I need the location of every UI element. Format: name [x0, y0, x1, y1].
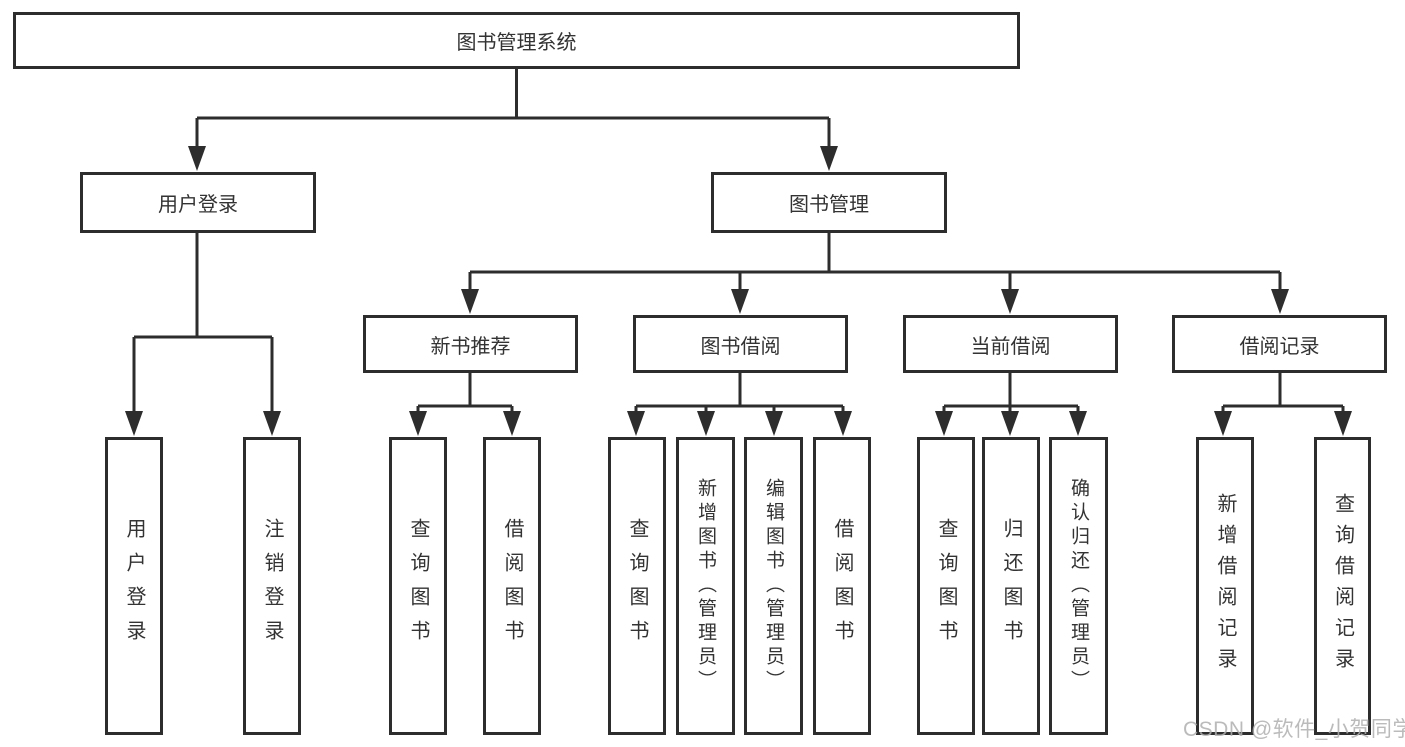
node-leaf-user-login: 用户登录: [105, 437, 163, 735]
node-label: 查询图书: [626, 518, 648, 654]
node-label: 查询借阅记录: [1331, 493, 1354, 679]
node-label: 当前借阅: [970, 335, 1051, 358]
node-label: 借阅记录: [1239, 335, 1320, 358]
node-root-library-system: 图书管理系统: [13, 12, 1020, 69]
node-leaf-add-book-admin: 新增图书（管理员）: [676, 437, 735, 735]
node-label: 确认归还（管理员）: [1068, 478, 1089, 694]
node-leaf-logout: 注销登录: [243, 437, 301, 735]
node-label: 用户登录: [123, 518, 145, 654]
node-leaf-return-books: 归还图书: [982, 437, 1040, 735]
node-leaf-query-books-3: 查询图书: [917, 437, 975, 735]
node-book-management: 图书管理: [711, 172, 947, 233]
node-leaf-query-books-1: 查询图书: [389, 437, 447, 735]
node-label: 用户登录: [158, 194, 238, 216]
node-leaf-add-borrow-record: 新增借阅记录: [1196, 437, 1254, 735]
node-label: 图书管理系统: [456, 32, 577, 54]
node-label: 查询图书: [407, 518, 429, 654]
node-leaf-edit-book-admin: 编辑图书（管理员）: [744, 437, 803, 735]
node-label: 借阅图书: [501, 518, 523, 654]
node-label: 新增图书（管理员）: [695, 478, 716, 694]
node-label: 图书借阅: [700, 335, 781, 358]
node-label: 新增借阅记录: [1214, 493, 1236, 679]
node-user-login: 用户登录: [80, 172, 316, 233]
node-label: 注销登录: [261, 518, 283, 654]
node-leaf-query-borrow-record: 查询借阅记录: [1314, 437, 1371, 735]
node-leaf-confirm-return-admin: 确认归还（管理员）: [1049, 437, 1108, 735]
csdn-watermark: CSDN @软件_小贺同学: [1183, 718, 1405, 741]
node-label: 查询图书: [935, 518, 957, 654]
node-label: 图书管理: [789, 194, 869, 216]
node-borrow-records: 借阅记录: [1172, 315, 1387, 373]
node-label: 借阅图书: [831, 518, 853, 654]
node-book-borrow: 图书借阅: [633, 315, 848, 373]
node-leaf-borrow-books-2: 借阅图书: [813, 437, 871, 735]
node-leaf-borrow-books-1: 借阅图书: [483, 437, 541, 735]
node-label: 编辑图书（管理员）: [763, 478, 784, 694]
node-current-borrow: 当前借阅: [903, 315, 1118, 373]
node-new-book-recommend: 新书推荐: [363, 315, 578, 373]
node-leaf-query-books-2: 查询图书: [608, 437, 666, 735]
arrowheads: [125, 146, 1352, 436]
node-label: 新书推荐: [430, 335, 511, 358]
node-label: 归还图书: [1000, 518, 1022, 654]
